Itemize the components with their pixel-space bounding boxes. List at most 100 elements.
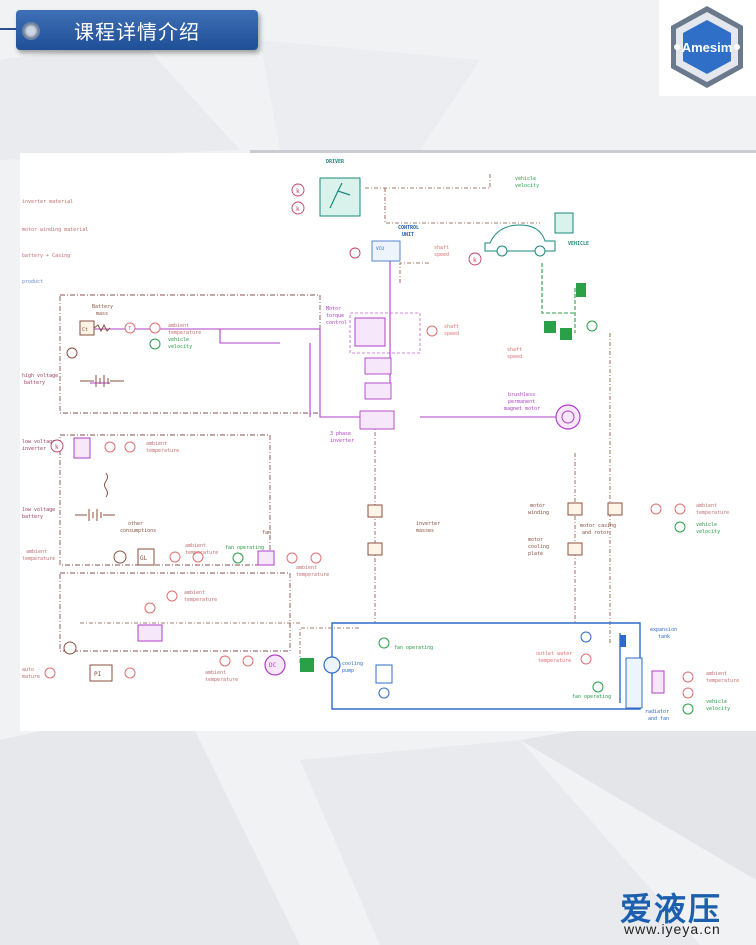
page-title-text: 课程详情介绍 — [74, 19, 200, 44]
footer-brand: 爱液压 — [620, 890, 723, 928]
label-ambient-2: ambient — [146, 441, 167, 447]
footer-url[interactable]: www.iyeya.cn — [624, 921, 721, 937]
label-fan-operating-1: fan operating — [225, 545, 264, 551]
label-and-rotor: and rotor — [582, 530, 609, 536]
radiator-side: outlet water temperature expansion tank … — [536, 627, 739, 722]
thermal-boundaries — [59, 294, 321, 652]
label-motor-c: motor — [528, 537, 543, 543]
label-gl: GL — [140, 555, 148, 562]
label-shaft-speed-top: shaft — [434, 245, 449, 251]
label-vehicle-velocity-top-2: velocity — [515, 183, 539, 189]
page-title: 课程详情介绍 — [16, 10, 258, 50]
label-and-fan: and fan — [648, 716, 669, 722]
label-velocity-2: vehicle — [696, 522, 717, 528]
label-ambient-1: ambient — [168, 323, 189, 329]
label-motor: Motor — [326, 306, 341, 312]
label-outlet: outlet water — [536, 651, 572, 657]
electric-lines — [80, 261, 560, 418]
motor-torque-control: Motor torque control shaft speed — [326, 306, 459, 347]
label-pump: pump — [342, 668, 354, 674]
label-control: CONTROL — [398, 225, 419, 231]
label-velocity-1: vehicle — [168, 337, 189, 343]
pi-controller: PI — [44, 641, 136, 682]
motor-torque-control-box — [349, 312, 421, 354]
title-knob-icon — [22, 22, 40, 40]
diagram-canvas: inverter material motor winding material… — [22, 159, 739, 722]
label-plate: plate — [528, 551, 543, 557]
k-sources — [50, 183, 482, 453]
label-ambient-7-2: temperature — [205, 677, 238, 683]
label-unit: UNIT — [402, 232, 414, 238]
label-motor-w: motor — [530, 503, 545, 509]
label-battery-mass-2: mass — [96, 311, 108, 317]
label-ambient-1-2: temperature — [168, 330, 201, 336]
amesim-logo: Amesim — [659, 0, 756, 96]
label-shaft-mid: shaft — [444, 324, 459, 330]
dc-dc-converter: ambient temperature — [137, 590, 217, 642]
left-labels: inverter material motor winding material… — [22, 199, 88, 680]
label-mature: mature — [22, 674, 40, 680]
dc-motor: DC ambient temperature — [205, 654, 314, 683]
label-expansion: expansion — [650, 627, 677, 633]
label-high-voltage: high voltage — [22, 373, 58, 379]
label-ambient-5: ambient — [696, 503, 717, 509]
label-masses: masses — [416, 528, 434, 534]
label-velocity-2-2: velocity — [696, 529, 720, 535]
label-ambient-2-2: temperature — [146, 448, 179, 454]
label-shaft-speed-top-2: speed — [434, 252, 449, 258]
label-shaft-right: shaft — [507, 347, 522, 353]
label-fan: fan — [262, 530, 271, 536]
svg-text:k: k — [55, 444, 59, 451]
gearbox: shaft speed — [507, 283, 598, 360]
vehicle-block: VEHICLE — [484, 212, 589, 257]
label-high-voltage-battery: battery — [24, 380, 45, 386]
amesim-hexagon-icon: Amesim — [671, 6, 743, 88]
motor-thermal: motor winding motor casing and rotor mot… — [528, 502, 729, 557]
label-fan-operating-2: fan operating — [394, 645, 433, 651]
control-unit-block: VCU CONTROL UNIT — [371, 225, 419, 262]
title-accent-line — [0, 28, 24, 30]
battery-mass-block: Ct Battery mass — [79, 304, 113, 336]
label-ambient-7: ambient — [205, 670, 226, 676]
label-low-voltage-inverter: inverter — [22, 446, 46, 452]
label-ambient-8-2: temperature — [706, 678, 739, 684]
label-lv-battery: low voltage — [22, 507, 55, 513]
label-brushless: brushless — [508, 392, 535, 398]
label-dc: DC — [269, 662, 277, 669]
label-inverter-material: inverter material — [22, 199, 73, 205]
lv-battery — [75, 472, 115, 521]
label-velocity-3: vehicle — [706, 699, 727, 705]
svg-text:k: k — [296, 188, 300, 195]
label-shaft-mid-2: speed — [444, 331, 459, 337]
label-magnet-motor: magnet motor — [504, 406, 540, 412]
label-ct-battery: Ct — [82, 327, 88, 333]
label-cooling-p: cooling — [342, 661, 363, 667]
label-t1: T — [128, 326, 131, 332]
label-vcu: VCU — [376, 246, 384, 252]
label-inverter-m: inverter — [416, 521, 440, 527]
label-ambient-8: ambient — [706, 671, 727, 677]
label-ambient-6: ambient — [184, 590, 205, 596]
label-control-2: control — [326, 320, 347, 326]
label-vehicle: VEHICLE — [568, 241, 589, 247]
label-velocity-3-2: velocity — [706, 706, 730, 712]
signal-lines — [80, 173, 611, 663]
label-permanent: permanent — [508, 399, 535, 405]
amesim-system-diagram: inverter material motor winding material… — [20, 153, 756, 731]
label-ambient-4-2: temperature — [296, 572, 329, 578]
label-torque: torque — [326, 313, 344, 319]
label-shaft-right-2: speed — [507, 354, 522, 360]
label-cooling: cooling — [528, 544, 549, 550]
label-winding: winding — [528, 510, 549, 516]
inverter-masses: inverter masses — [367, 504, 440, 556]
label-fan-operating-3: fan operating — [572, 694, 611, 700]
label-ambient-left-2: temperature — [22, 556, 55, 562]
brushless-motor: brushless permanent magnet motor — [504, 392, 581, 430]
label-motor-casing: motor casing — [580, 523, 616, 529]
label-ambient-3-2: temperature — [185, 550, 218, 556]
label-outlet-temp: temperature — [538, 658, 571, 664]
ambient-row-1: T ambient temperature vehicle velocity — [124, 322, 201, 350]
label-ambient-left: ambient — [26, 549, 47, 555]
label-consumptions: consumptions — [120, 528, 156, 534]
